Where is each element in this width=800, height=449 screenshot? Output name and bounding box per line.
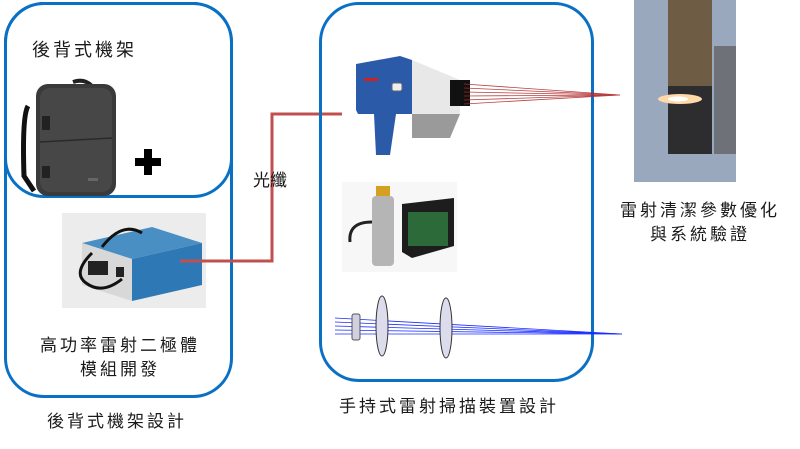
handheld-scanner-panel xyxy=(319,2,594,382)
backpack-frame-title: 後背式機架 xyxy=(32,40,137,61)
galvo-scanner-motor-image xyxy=(342,182,457,272)
backpack-frame-panel-border xyxy=(4,2,233,398)
cleaning-optimization-label-line1: 雷射清潔參數優化 xyxy=(620,201,780,221)
optical-fiber-label: 光纖 xyxy=(253,171,287,191)
diode-module-label-line2: 模組開發 xyxy=(80,360,160,380)
handheld-scanner-caption: 手持式雷射掃描裝置設計 xyxy=(339,397,559,417)
plus-icon xyxy=(135,149,161,175)
diode-module-label-line1: 高功率雷射二極體 xyxy=(40,336,200,356)
laser-cleaning-photo xyxy=(634,0,736,182)
cleaning-optimization-label-line2: 與系統驗證 xyxy=(650,225,750,245)
handheld-laser-scanner-image xyxy=(356,56,621,155)
backpack-image xyxy=(21,78,116,196)
optical-lens-ray-diagram xyxy=(334,295,623,359)
backpack-frame-caption: 後背式機架設計 xyxy=(47,412,187,432)
